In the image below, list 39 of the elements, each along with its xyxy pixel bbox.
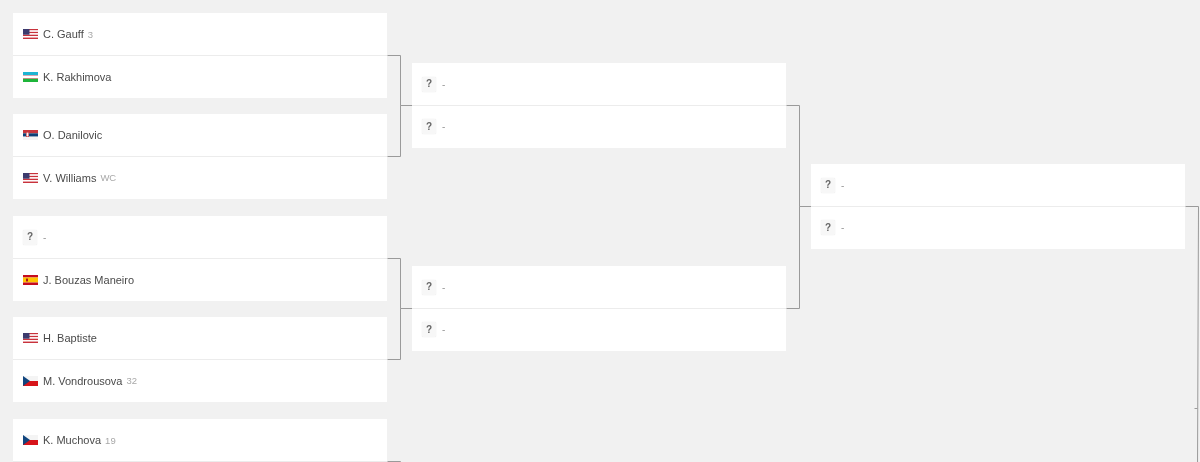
unknown-flag-badge: ?	[821, 177, 835, 193]
bracket-connector	[387, 105, 413, 157]
match-card	[13, 114, 387, 199]
bracket-connector	[1185, 206, 1199, 462]
player-name: O. Danilovic	[43, 129, 103, 141]
empty-player-name: -	[841, 222, 845, 233]
bracket-connector	[786, 206, 812, 309]
player-name: C. Gauff	[43, 28, 84, 40]
unknown-flag-badge: ?	[23, 229, 37, 245]
player-name: K. Rakhimova	[43, 70, 112, 83]
unknown-flag-badge: ?	[821, 220, 835, 235]
seed-label: WC	[100, 172, 117, 183]
player-name: V. Williams	[43, 171, 97, 184]
bracket-connector	[387, 461, 401, 462]
seed-label: 19	[105, 434, 116, 446]
match-card	[13, 317, 387, 402]
match-card	[13, 13, 387, 98]
match-card	[13, 419, 387, 462]
empty-player-name: -	[442, 281, 446, 293]
player-name: J. Bouzas Maneiro	[43, 273, 135, 286]
unknown-flag-badge: ?	[422, 322, 436, 337]
unknown-flag-badge: ?	[422, 119, 436, 134]
bracket-connector	[387, 308, 413, 360]
seed-label: 3	[87, 28, 94, 40]
match-card	[412, 63, 786, 148]
match-card	[412, 266, 786, 351]
empty-player-name: -	[442, 78, 446, 90]
match-card	[811, 164, 1185, 249]
seed-label: 32	[126, 375, 138, 386]
player-name: H. Baptiste	[43, 332, 97, 344]
empty-player-name: -	[43, 231, 47, 243]
unknown-flag-badge: ?	[422, 76, 436, 92]
player-name: K. Muchova	[43, 434, 102, 446]
match-card	[13, 216, 387, 301]
empty-player-name: -	[442, 324, 446, 335]
player-name: M. Vondrousova	[43, 374, 123, 387]
unknown-flag-badge: ?	[422, 279, 436, 295]
empty-player-name: -	[442, 121, 446, 132]
empty-player-name: -	[841, 179, 845, 191]
